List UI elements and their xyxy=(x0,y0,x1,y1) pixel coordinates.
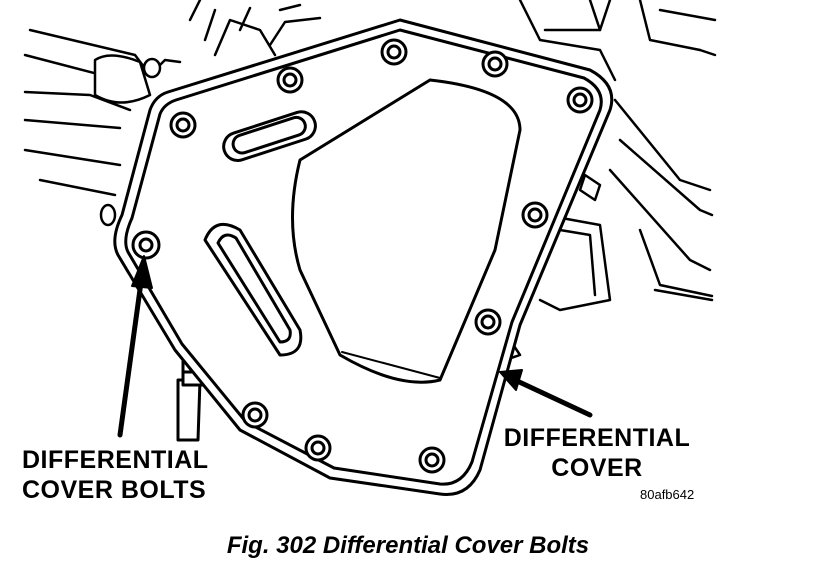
cover-bolt xyxy=(169,111,197,139)
cover-label-line-2: COVER xyxy=(551,454,643,482)
cover-bolt xyxy=(131,230,161,260)
cover-bolt xyxy=(418,446,446,474)
cover-bolts xyxy=(131,38,594,474)
cover-bolt xyxy=(304,434,332,462)
cover-bolt xyxy=(481,50,509,78)
bolts-arrow xyxy=(117,272,145,438)
axle-housing xyxy=(23,0,322,197)
cover-bolt xyxy=(474,308,502,336)
cover-bolt xyxy=(521,201,549,229)
bolts-label-line-1: DIFFERENTIAL xyxy=(22,446,209,474)
cover-arrowhead xyxy=(499,369,523,391)
cover-dome xyxy=(291,78,522,384)
cover-label-line-1: DIFFERENTIAL xyxy=(503,424,691,452)
differential-cover-bolts-label: DIFFERENTIAL COVER BOLTS xyxy=(22,445,209,505)
housing-bolts xyxy=(99,57,162,227)
cover-arrow xyxy=(512,377,593,418)
image-id: 80afb642 xyxy=(640,487,695,502)
differential-cover-label: DIFFERENTIAL COVER xyxy=(496,423,698,483)
cover-bolt xyxy=(241,401,269,429)
callout-arrows xyxy=(117,255,593,438)
figure-caption: Fig. 302 Differential Cover Bolts xyxy=(226,532,590,559)
cover-bolt xyxy=(276,66,304,94)
cover-slots xyxy=(203,110,317,357)
cover-bolt xyxy=(566,86,594,114)
bolts-label-line-2: COVER BOLTS xyxy=(22,476,207,504)
carrier-housing xyxy=(503,0,717,362)
differential-illustration xyxy=(23,0,717,496)
bolts-arrowhead xyxy=(131,255,153,289)
cover-bolt xyxy=(380,38,408,66)
